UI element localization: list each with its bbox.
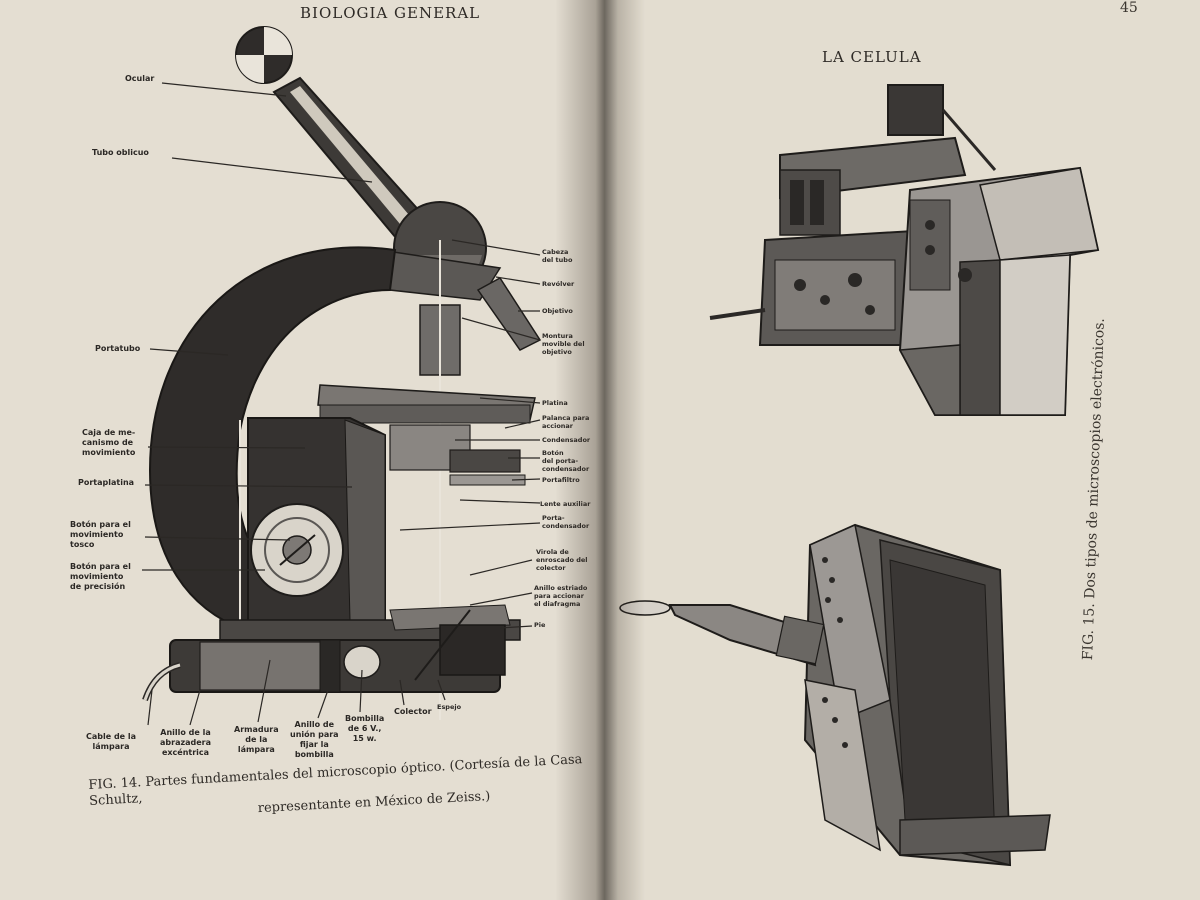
label-objetivo: Objetivo <box>542 307 573 315</box>
optical-microscope-diagram <box>142 26 542 726</box>
electron-microscope-top <box>709 84 1100 416</box>
label-bombilla: Bombilla de 6 V., 15 w. <box>345 714 385 743</box>
label-platina: Platina <box>542 399 568 407</box>
label-tubo-oblicuo: Tubo oblicuo <box>92 148 149 157</box>
label-portaplatina: Portaplatina <box>78 478 135 487</box>
label-lente-auxiliar: Lente auxiliar <box>540 500 591 508</box>
label-condensador: Condensador <box>542 436 591 444</box>
label-boton-precision: Botón para el movimiento de precisión <box>70 562 131 591</box>
electron-microscope-bottom <box>619 523 1051 867</box>
label-ocular: Ocular <box>125 74 155 83</box>
label-espejo: Espejo <box>437 703 462 711</box>
label-cable-lampara: Cable de la lámpara <box>86 732 137 751</box>
left-page: BIOLOGIA GENERAL <box>0 0 600 900</box>
label-anillo-union: Anillo de unión para fijar la bombilla <box>290 720 339 759</box>
label-portacondensador: Porta- condensador <box>542 514 590 530</box>
label-boton-portacondensador: Botón del porta- condensador <box>542 449 590 473</box>
label-virola: Virola de enroscado del colector <box>536 548 588 572</box>
label-caja-mecanismo: Caja de me- canismo de movimiento <box>82 428 136 457</box>
electron-microscope-photos <box>619 84 1100 867</box>
label-armadura-lampara: Armadura de la lámpara <box>234 725 279 754</box>
right-page: LA CELULA 45 <box>600 0 1200 900</box>
label-anillo-abrazadera: Anillo de la abrazadera excéntrica <box>160 728 212 757</box>
left-running-head: BIOLOGIA GENERAL <box>300 4 481 22</box>
label-colector: Colector <box>394 707 432 716</box>
label-revolver: Revólver <box>542 280 575 288</box>
label-portatubo: Portatubo <box>95 344 141 353</box>
label-boton-tosco: Botón para el movimiento tosco <box>70 520 131 549</box>
label-portafiltro: Portafiltro <box>542 476 580 484</box>
label-cabeza-tubo: Cabeza del tubo <box>542 248 573 264</box>
label-anillo-estriado: Anillo estriado para accionar el diafrag… <box>534 584 588 608</box>
page-number: 45 <box>1120 0 1138 16</box>
label-palanca: Palanca para accionar <box>542 414 590 430</box>
label-montura: Montura movible del objetivo <box>542 332 585 356</box>
right-running-head: LA CELULA <box>822 48 922 66</box>
label-pie: Pie <box>534 621 546 629</box>
